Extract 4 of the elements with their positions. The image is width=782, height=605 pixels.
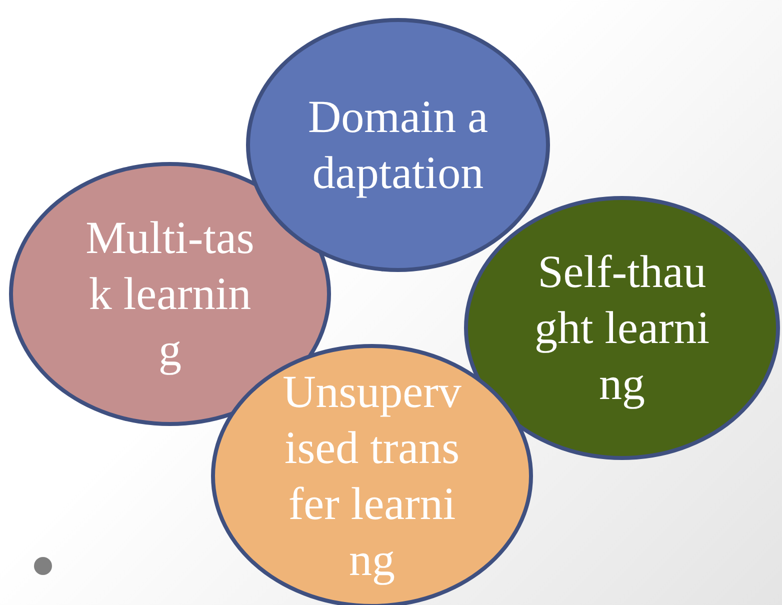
node-label: Unsupervised transfer learning [282,365,462,587]
node-label: Domain adaptation [307,90,489,200]
node-label: Multi-task learning [84,211,256,377]
node-label: Self-thaught learning [534,245,710,411]
